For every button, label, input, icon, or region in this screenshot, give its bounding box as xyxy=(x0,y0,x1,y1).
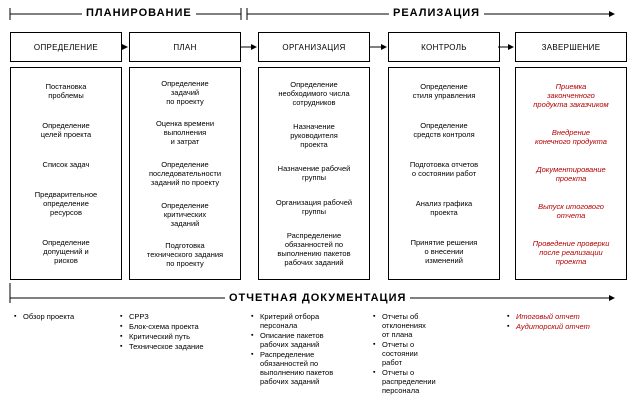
stage-item: Определение целей проекта xyxy=(40,121,92,140)
doc-list-completion: Итоговый отчет Аудиторский отчет xyxy=(507,312,622,332)
list-item: Описание пакетов рабочих заданий xyxy=(251,331,366,349)
stage-title: ОРГАНИЗАЦИЯ xyxy=(258,32,370,62)
stage-body: Постановка проблемы Определение целей пр… xyxy=(10,67,122,280)
stage-title: КОНТРОЛЬ xyxy=(388,32,500,62)
list-item: Отчеты о распределении персонала xyxy=(373,368,473,395)
phase-realization-label: РЕАЛИЗАЦИЯ xyxy=(389,7,485,19)
phase-planning-label: ПЛАНИРОВАНИЕ xyxy=(82,7,196,19)
stage-item: Проведение проверки после реализации про… xyxy=(532,238,610,266)
stage-item: Определение допущений и рисков xyxy=(42,237,90,265)
list-item: Аудиторский отчет xyxy=(507,322,622,331)
stage-item: Определение стиля управления xyxy=(412,82,476,101)
stage-item: Постановка проблемы xyxy=(45,82,87,101)
stage-title: ПЛАН xyxy=(129,32,241,62)
stage-item: Определение необходимого числа сотрудник… xyxy=(278,79,350,107)
stage-completion: ЗАВЕРШЕНИЕ Приемка законченного продукта… xyxy=(515,32,627,280)
documentation-title: ОТЧЕТНАЯ ДОКУМЕНТАЦИЯ xyxy=(225,292,411,304)
stage-item: Назначение руководителя проекта xyxy=(290,122,338,150)
list-item: Критерий отбора персонала xyxy=(251,312,366,330)
stage-item: Анализ графика проекта xyxy=(415,198,473,217)
stage-item: Список задач xyxy=(42,159,90,169)
doc-list-definition: Обзор проекта xyxy=(14,312,114,322)
stage-body: Приемка законченного продукта заказчиком… xyxy=(515,67,627,280)
list-item: Обзор проекта xyxy=(14,312,114,321)
stage-item: Подготовка технического задания по проек… xyxy=(146,241,224,269)
stage-item: Предварительное определение ресурсов xyxy=(34,189,98,217)
list-item: Распределение обязанностей по выполнению… xyxy=(251,350,366,386)
list-item: Блок-схема проекта xyxy=(120,322,240,331)
list-item: Техническое задание xyxy=(120,342,240,351)
stage-item: Организация рабочей группы xyxy=(275,197,353,216)
stage-body: Определение необходимого числа сотрудник… xyxy=(258,67,370,280)
doc-list-control: Отчеты об отклонениях от плана Отчеты о … xyxy=(373,312,473,396)
stage-title: ОПРЕДЕЛЕНИЕ xyxy=(10,32,122,62)
stage-item: Подготовка отчетов о состоянии работ xyxy=(409,159,479,178)
stage-item: Определение критических заданий xyxy=(161,200,209,228)
stage-item: Выпуск итогового отчета xyxy=(538,201,604,220)
stage-item: Определение средств контроля xyxy=(413,121,475,140)
stage-item: Определение задачий по проекту xyxy=(161,78,209,106)
stage-body: Определение стиля управления Определение… xyxy=(388,67,500,280)
stage-title: ЗАВЕРШЕНИЕ xyxy=(515,32,627,62)
list-item: СРРЗ xyxy=(120,312,240,321)
stage-item: Определение последовательности заданий п… xyxy=(148,159,222,187)
stage-item: Распределение обязанностей по выполнению… xyxy=(277,231,351,268)
stage-item: Принятие решения о внесении изменений xyxy=(410,237,478,265)
doc-list-organization: Критерий отбора персонала Описание пакет… xyxy=(251,312,366,387)
stage-item: Назначение рабочей группы xyxy=(277,164,351,183)
stage-item: Приемка законченного продукта заказчиком xyxy=(533,81,609,109)
list-item: Отчеты о состоянии работ xyxy=(373,340,473,367)
stage-body: Определение задачий по проекту Оценка вр… xyxy=(129,67,241,280)
list-item: Критический путь xyxy=(120,332,240,341)
stage-item: Документирование проекта xyxy=(536,164,606,183)
stage-item: Оценка времени выполнения и затрат xyxy=(155,119,215,147)
list-item: Отчеты об отклонениях от плана xyxy=(373,312,473,339)
stage-organization: ОРГАНИЗАЦИЯ Определение необходимого чис… xyxy=(258,32,370,280)
list-item: Итоговый отчет xyxy=(507,312,622,321)
doc-list-plan: СРРЗ Блок-схема проекта Критический путь… xyxy=(120,312,240,352)
stage-item: Внедрение конечного продукта xyxy=(535,127,607,146)
stage-control: КОНТРОЛЬ Определение стиля управления Оп… xyxy=(388,32,500,280)
stage-plan: ПЛАН Определение задачий по проекту Оцен… xyxy=(129,32,241,280)
stage-definition: ОПРЕДЕЛЕНИЕ Постановка проблемы Определе… xyxy=(10,32,122,280)
